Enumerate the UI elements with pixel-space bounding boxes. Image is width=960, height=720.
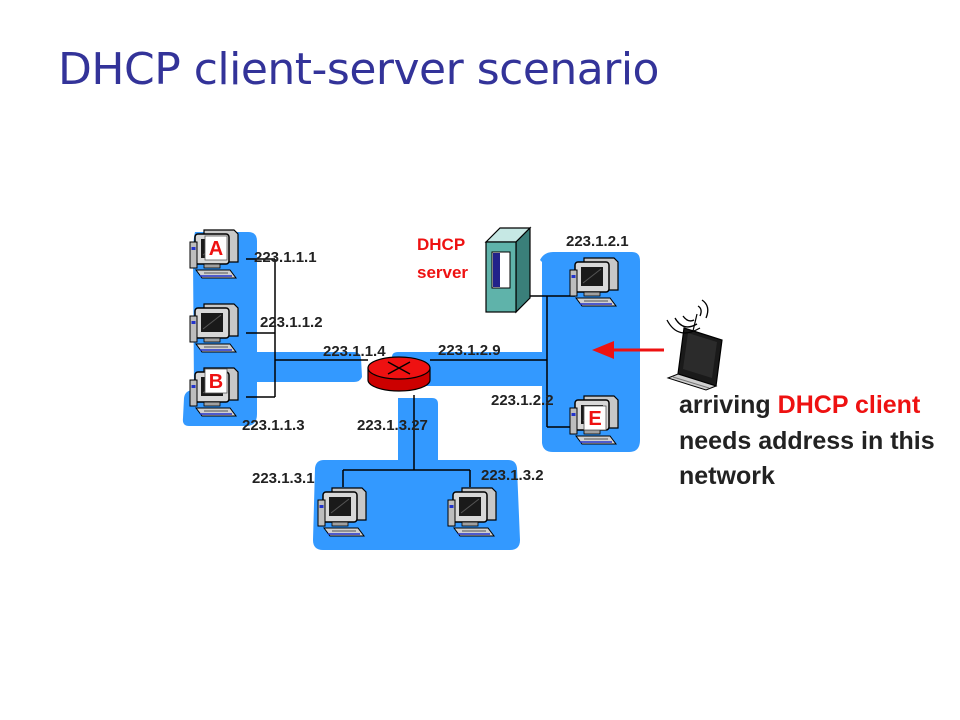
host-2-1-computer[interactable] (569, 257, 619, 307)
arrival-arrow (592, 341, 664, 359)
ip-label-bottom-right: 223.1.3.2 (481, 467, 544, 484)
host-e-badge (583, 405, 607, 431)
ip-label-router-bottom: 223.1.3.27 (357, 417, 428, 434)
ip-label-a: 223.1.1.1 (254, 249, 317, 266)
router[interactable] (367, 356, 431, 392)
caption-part-3: needs address in this network (679, 426, 935, 491)
host-mid-left-computer[interactable] (189, 303, 239, 353)
wireless-signal-icon (666, 299, 709, 334)
host-3-2-computer[interactable] (447, 487, 497, 537)
slide-title: DHCP client-server scenario (58, 44, 659, 95)
dhcp-server[interactable] (484, 226, 532, 314)
host-b-badge (204, 368, 228, 394)
ip-label-b: 223.1.1.3 (242, 417, 305, 434)
host-e-label: E (588, 408, 601, 430)
ip-label-bottom-left: 223.1.3.1 (252, 470, 315, 487)
ip-label-e: 223.1.2.2 (491, 392, 554, 409)
host-a-badge (204, 235, 228, 261)
host-3-1-computer[interactable] (317, 487, 367, 537)
ip-label-router-left: 223.1.1.4 (323, 343, 386, 360)
caption-part-1: arriving (679, 391, 778, 419)
dhcp-server-label-line1: DHCP (417, 235, 465, 254)
host-a-label: A (209, 238, 223, 260)
arriving-client-caption: arriving DHCP client needs address in th… (679, 388, 939, 495)
ip-label-mid-left: 223.1.1.2 (260, 314, 323, 331)
ip-label-router-right: 223.1.2.9 (438, 342, 501, 359)
host-b-label: B (209, 371, 223, 393)
dhcp-server-label-line2: server (417, 263, 468, 282)
caption-dhcp-client: DHCP client (777, 391, 921, 419)
ip-label-server-side-host: 223.1.2.1 (566, 233, 629, 250)
laptop-client[interactable] (666, 313, 723, 391)
